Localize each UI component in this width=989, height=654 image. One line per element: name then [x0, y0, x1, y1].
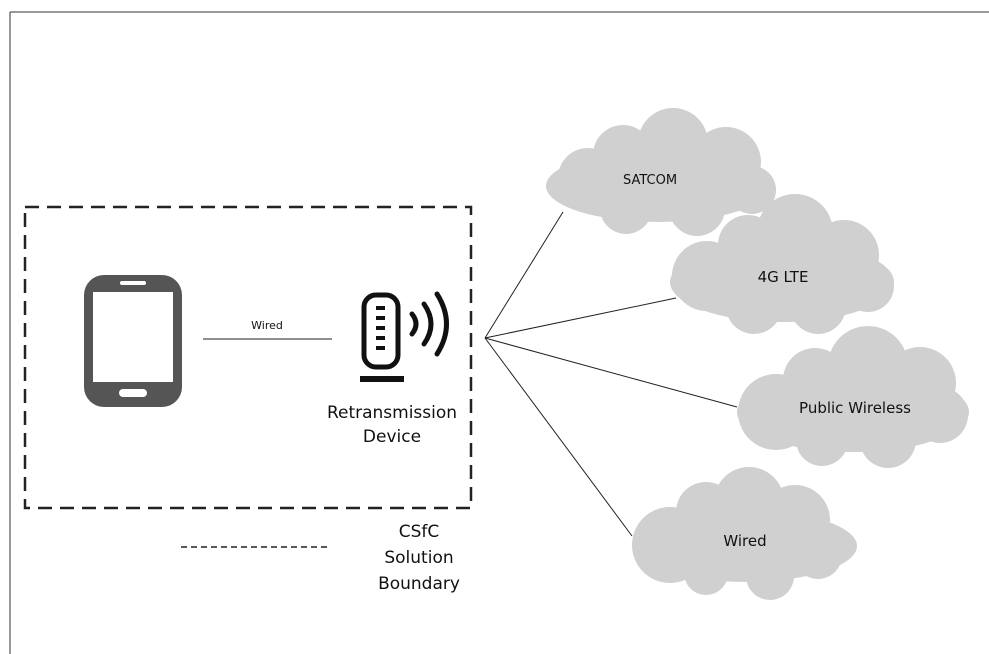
cloud-satcom — [546, 108, 776, 236]
cloud-public-wireless-label: Public Wireless — [799, 399, 911, 417]
link-satcom — [484, 211, 564, 339]
link-public-wireless — [484, 337, 738, 408]
device-label-line2: Device — [363, 427, 421, 447]
cloud-public-wireless — [737, 326, 969, 468]
wired-link-label: Wired — [251, 319, 283, 332]
network-links — [484, 211, 738, 537]
smartphone-icon — [84, 275, 182, 407]
cloud-wired — [632, 467, 857, 600]
cloud-wired-label: Wired — [723, 532, 766, 550]
retransmission-device-icon — [360, 292, 404, 382]
legend-label-line3: Boundary — [378, 574, 460, 594]
device-label-line1: Retransmission — [327, 403, 457, 423]
wireless-signal-icon — [409, 291, 449, 357]
legend-label-line1: CSfC — [399, 522, 440, 542]
cloud-satcom-label: SATCOM — [623, 173, 677, 188]
link-wired — [484, 337, 633, 537]
cloud-4g-lte — [670, 194, 894, 334]
cloud-4g-lte-label: 4G LTE — [758, 268, 809, 286]
link-4g-lte — [484, 297, 677, 339]
solution-boundary-box — [23, 205, 473, 510]
legend-label-line2: Solution — [384, 548, 453, 568]
